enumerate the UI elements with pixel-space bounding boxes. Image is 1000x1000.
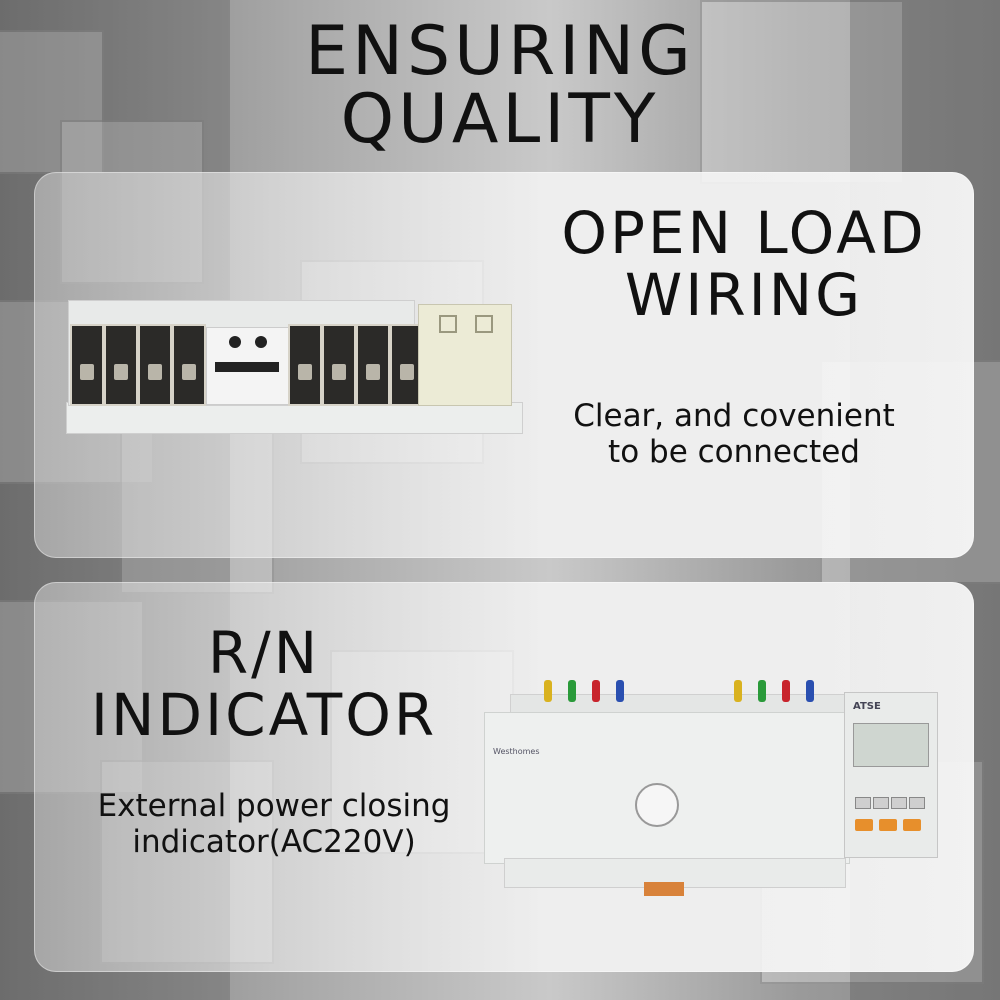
panel-2-description: External power closing indicator(AC220V) (64, 788, 484, 860)
terminal (288, 324, 322, 406)
lcd-screen (853, 723, 929, 767)
terminal (356, 324, 390, 406)
panel-1-desc-line-2: to be connected (608, 434, 860, 470)
wire (568, 680, 576, 702)
panel-1-desc-line-1: Clear, and covenient (573, 398, 895, 434)
panel-2-title-line-1: R/N (207, 619, 321, 687)
dial-icon (635, 783, 679, 827)
orange-button (903, 819, 921, 831)
lcd-controller: ATSE (844, 692, 938, 858)
panel-1-description: Clear, and covenient to be connected (534, 398, 934, 470)
panel-open-load-wiring: OPEN LOAD WIRING Clear, and covenient to… (34, 172, 974, 558)
wire (782, 680, 790, 702)
panel-2-desc-line-2: indicator(AC220V) (132, 824, 416, 860)
headline: ENSURING QUALITY (0, 18, 1000, 154)
ats-product-image: Westhomes ATSE (484, 672, 954, 896)
panel-1-title: OPEN LOAD WIRING (534, 202, 954, 326)
terminal-strip (215, 362, 279, 372)
panel-1-title-line-1: OPEN LOAD (561, 199, 927, 267)
wire (592, 680, 600, 702)
small-button (891, 797, 907, 809)
small-button (855, 797, 871, 809)
small-button (909, 797, 925, 809)
small-button (873, 797, 889, 809)
terminal (138, 324, 172, 406)
panel-2-title: R/N INDICATOR (74, 622, 454, 746)
center-module (206, 327, 290, 405)
orange-button (855, 819, 873, 831)
wire (616, 680, 624, 702)
terminal (322, 324, 356, 406)
headline-line-1: ENSURING (305, 12, 695, 91)
controller-label: ATSE (853, 701, 881, 712)
wire (758, 680, 766, 702)
knob-icon (229, 336, 241, 348)
control-module (418, 304, 512, 406)
panel-2-title-line-2: INDICATOR (90, 681, 438, 749)
knob-icon (255, 336, 267, 348)
wire (734, 680, 742, 702)
product-base (66, 402, 523, 434)
wire (544, 680, 552, 702)
headline-line-2: QUALITY (340, 80, 660, 159)
orange-connector (644, 882, 684, 896)
panel-2-desc-line-1: External power closing (97, 788, 451, 824)
panel-rn-indicator: R/N INDICATOR External power closing ind… (34, 582, 974, 972)
product-main-body: Westhomes (484, 712, 850, 864)
terminal (70, 324, 104, 406)
terminal (104, 324, 138, 406)
brand-label: Westhomes (493, 747, 540, 756)
panel-1-title-line-2: WIRING (624, 261, 864, 329)
orange-button (879, 819, 897, 831)
terminal (172, 324, 206, 406)
switch-product-image (66, 292, 556, 442)
wire (806, 680, 814, 702)
